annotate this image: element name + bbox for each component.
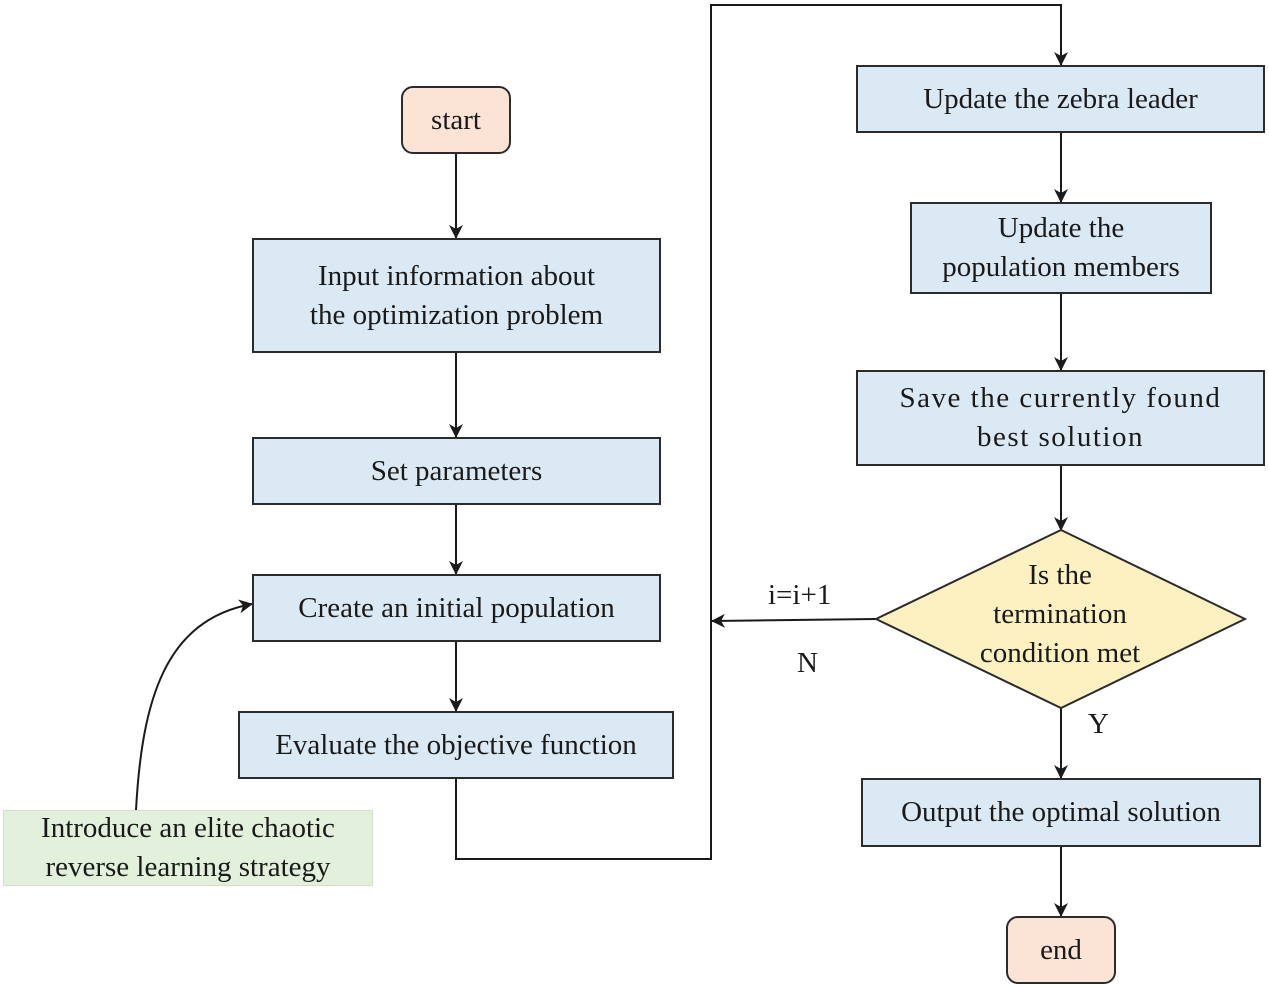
arrow-evaluate-to-update-leader [455,4,1068,860]
decision-line1: Is the [1028,559,1092,591]
elite-strategy-note: Introduce an elite chaotic reverse learn… [3,810,373,886]
decision-diamond [873,528,1248,710]
arrow-note-to-create [135,599,253,811]
yes-label: Y [1088,708,1109,740]
decision-text: Is the termination condition met [905,556,1215,673]
end-terminal: end [1006,916,1116,984]
save-best-box: Save the currently found best solution [856,370,1265,466]
update-members-line2: population members [942,251,1180,283]
create-population-box: Create an initial population [252,574,661,642]
update-members-line1: Update the [997,212,1125,244]
input-info-line2: the optimization problem [309,298,604,331]
note-line1: Introduce an elite chaotic [41,812,335,844]
create-population-label: Create an initial population [298,591,615,624]
start-terminal: start [401,86,511,154]
save-best-line1: Save the currently found [899,382,1222,414]
save-best-line2: best solution [977,421,1144,453]
set-parameters-label: Set parameters [370,454,543,487]
input-info-box: Input information about the optimization… [252,238,661,353]
evaluate-objective-label: Evaluate the objective function [275,728,637,761]
output-solution-box: Output the optimal solution [861,778,1261,847]
end-label: end [1040,933,1082,966]
input-info-line1: Input information about [317,259,596,292]
evaluate-objective-box: Evaluate the objective function [238,711,674,779]
update-members-box: Update the population members [910,202,1212,294]
decision-line3: condition met [979,637,1141,669]
update-leader-label: Update the zebra leader [923,82,1198,115]
update-leader-box: Update the zebra leader [856,65,1265,133]
no-label: N [797,647,818,679]
increment-label: i=i+1 [768,579,832,611]
set-parameters-box: Set parameters [252,437,661,505]
start-label: start [431,103,481,136]
arrow-decision-no-loop [711,613,877,628]
output-solution-label: Output the optimal solution [901,796,1221,828]
decision-line2: termination [993,598,1127,630]
note-line2: reverse learning strategy [45,851,331,883]
